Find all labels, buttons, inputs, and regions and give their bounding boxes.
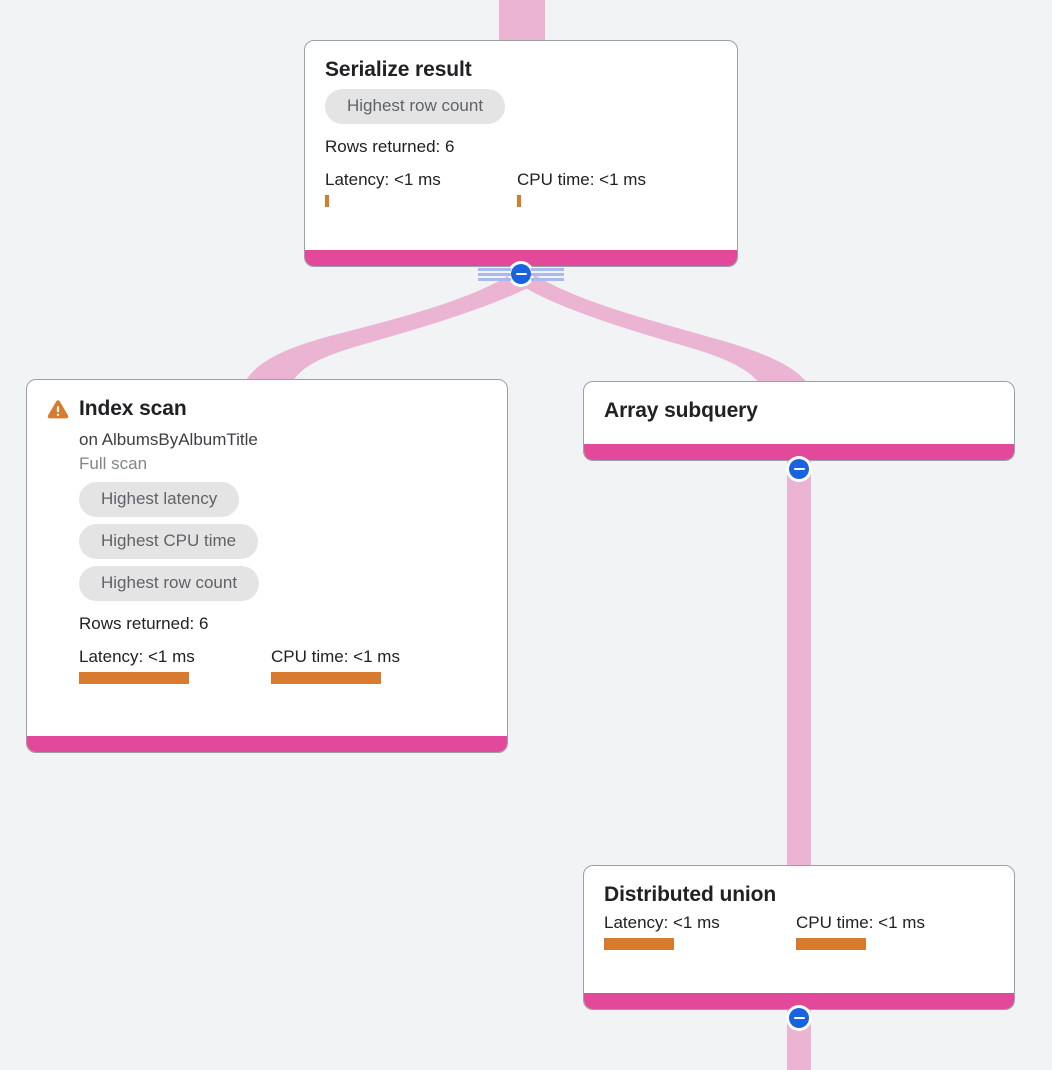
minus-icon: [511, 264, 531, 284]
node-body: Index scan on AlbumsByAlbumTitle Full sc…: [27, 380, 507, 736]
metric-cpu-time-bar: [517, 195, 521, 207]
node-body: Array subquery: [584, 382, 1014, 444]
node-subtitle-muted: Full scan: [79, 454, 148, 473]
rows-returned: Rows returned: 6: [325, 137, 455, 156]
metric-latency-bar: [79, 672, 189, 684]
node-footer: [27, 736, 507, 752]
node-array-subquery[interactable]: Array subquery: [583, 381, 1015, 461]
metric-cpu-time: CPU time: <1 ms: [517, 169, 709, 207]
collapse-handle-array-subquery[interactable]: [786, 456, 812, 482]
node-title-row: Array subquery: [604, 398, 994, 424]
edge-serialize-to-array-subquery: [516, 274, 808, 384]
metric-latency-label: Latency: <1 ms: [604, 913, 720, 932]
metric-latency: Latency: <1 ms: [604, 912, 796, 950]
metric-latency-bar: [325, 195, 329, 207]
node-distributed-union[interactable]: Distributed union Latency: <1 ms CPU tim…: [583, 865, 1015, 1010]
status-badge: Highest latency: [79, 482, 240, 517]
warning-icon: [47, 400, 69, 419]
edge-serialize-to-index-scan: [244, 274, 539, 384]
rows-returned: Rows returned: 6: [79, 614, 209, 633]
node-title-row: Index scan: [47, 396, 487, 422]
metric-cpu-time-label: CPU time: <1 ms: [796, 913, 925, 932]
metric-latency-label: Latency: <1 ms: [79, 647, 195, 666]
status-badge: Highest row count: [79, 566, 260, 601]
metric-latency-label: Latency: <1 ms: [325, 170, 441, 189]
node-title: Index scan: [79, 397, 187, 420]
node-title: Serialize result: [325, 58, 472, 81]
node-title-row: Distributed union: [604, 882, 994, 908]
node-index-scan[interactable]: Index scan on AlbumsByAlbumTitle Full sc…: [26, 379, 508, 753]
node-footer: [584, 444, 1014, 460]
node-title: Array subquery: [604, 399, 758, 422]
node-serialize-result[interactable]: Serialize result Highest row count Rows …: [304, 40, 738, 267]
node-body: Serialize result Highest row count Rows …: [305, 41, 737, 250]
metric-latency: Latency: <1 ms: [325, 169, 517, 207]
metric-cpu-time-label: CPU time: <1 ms: [517, 170, 646, 189]
status-badge: Highest CPU time: [79, 524, 259, 559]
metric-latency-bar: [604, 938, 674, 950]
metric-cpu-time-label: CPU time: <1 ms: [271, 647, 400, 666]
metric-latency: Latency: <1 ms: [79, 646, 271, 684]
metric-cpu-time-bar: [271, 672, 381, 684]
metric-cpu-time: CPU time: <1 ms: [271, 646, 463, 684]
status-badge: Highest row count: [325, 89, 506, 124]
collapse-handle-serialize-result[interactable]: [478, 261, 564, 287]
node-badges: Highest row count: [325, 89, 717, 131]
node-badges: Highest latency Highest CPU time Highest…: [79, 482, 487, 608]
metric-cpu-time-bar: [796, 938, 866, 950]
handle-stripes-right: [531, 267, 564, 281]
node-subtitle: on AlbumsByAlbumTitle: [79, 430, 258, 449]
metric-cpu-time: CPU time: <1 ms: [796, 912, 988, 950]
node-title-row: Serialize result: [325, 57, 717, 83]
node-title: Distributed union: [604, 883, 777, 906]
node-body: Distributed union Latency: <1 ms CPU tim…: [584, 866, 1014, 993]
minus-icon: [789, 1008, 809, 1028]
node-metrics: Latency: <1 ms CPU time: <1 ms: [325, 169, 717, 207]
node-metrics: Latency: <1 ms CPU time: <1 ms: [604, 912, 994, 950]
handle-stripes-left: [478, 267, 511, 281]
node-metrics: Latency: <1 ms CPU time: <1 ms: [79, 646, 487, 684]
collapse-handle-distributed-union[interactable]: [786, 1005, 812, 1031]
minus-icon: [789, 459, 809, 479]
edge-array-subquery-to-distributed-union: [787, 455, 811, 875]
node-footer: [584, 993, 1014, 1009]
node-footer: [305, 250, 737, 266]
